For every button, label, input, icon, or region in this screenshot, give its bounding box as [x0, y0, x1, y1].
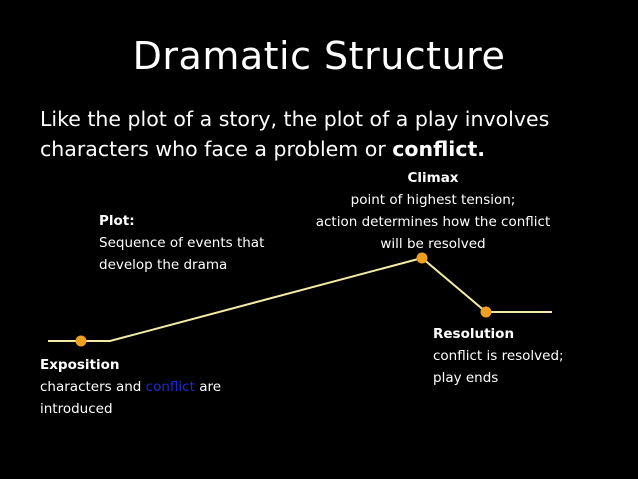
- exposition-label: Exposition characters and conflict are i…: [40, 354, 300, 420]
- resolution-point: [480, 306, 492, 318]
- intro-text: Like the plot of a story, the plot of a …: [40, 107, 550, 161]
- exposition-point: [75, 335, 87, 347]
- resolution-label: Resolution conflict is resolved; play en…: [433, 323, 633, 389]
- climax-heading: Climax: [407, 170, 459, 186]
- plot-line1: Sequence of events that: [99, 235, 265, 251]
- plot-heading: Plot:: [99, 213, 135, 229]
- exposition-text-before: characters and: [40, 379, 142, 395]
- climax-label: Climax point of highest tension; action …: [300, 167, 566, 255]
- climax-line1: point of highest tension;: [350, 192, 516, 208]
- climax-point: [416, 252, 428, 264]
- intro-paragraph: Like the plot of a story, the plot of a …: [40, 104, 620, 164]
- exposition-line2: introduced: [40, 401, 113, 417]
- plot-label: Plot: Sequence of events that develop th…: [99, 210, 299, 276]
- intro-bold-term: conflict.: [392, 137, 486, 161]
- climax-line3: will be resolved: [380, 236, 486, 252]
- resolution-heading: Resolution: [433, 326, 515, 342]
- exposition-heading: Exposition: [40, 357, 120, 373]
- climax-line2: action determines how the conflict: [315, 214, 551, 230]
- exposition-text-after: are: [199, 379, 222, 395]
- plot-line2: develop the drama: [99, 257, 228, 273]
- resolution-line1: conflict is resolved;: [433, 348, 564, 364]
- resolution-line2: play ends: [433, 370, 499, 386]
- exposition-conflict-highlight: conflict: [145, 379, 195, 395]
- slide-title: Dramatic Structure: [132, 34, 506, 78]
